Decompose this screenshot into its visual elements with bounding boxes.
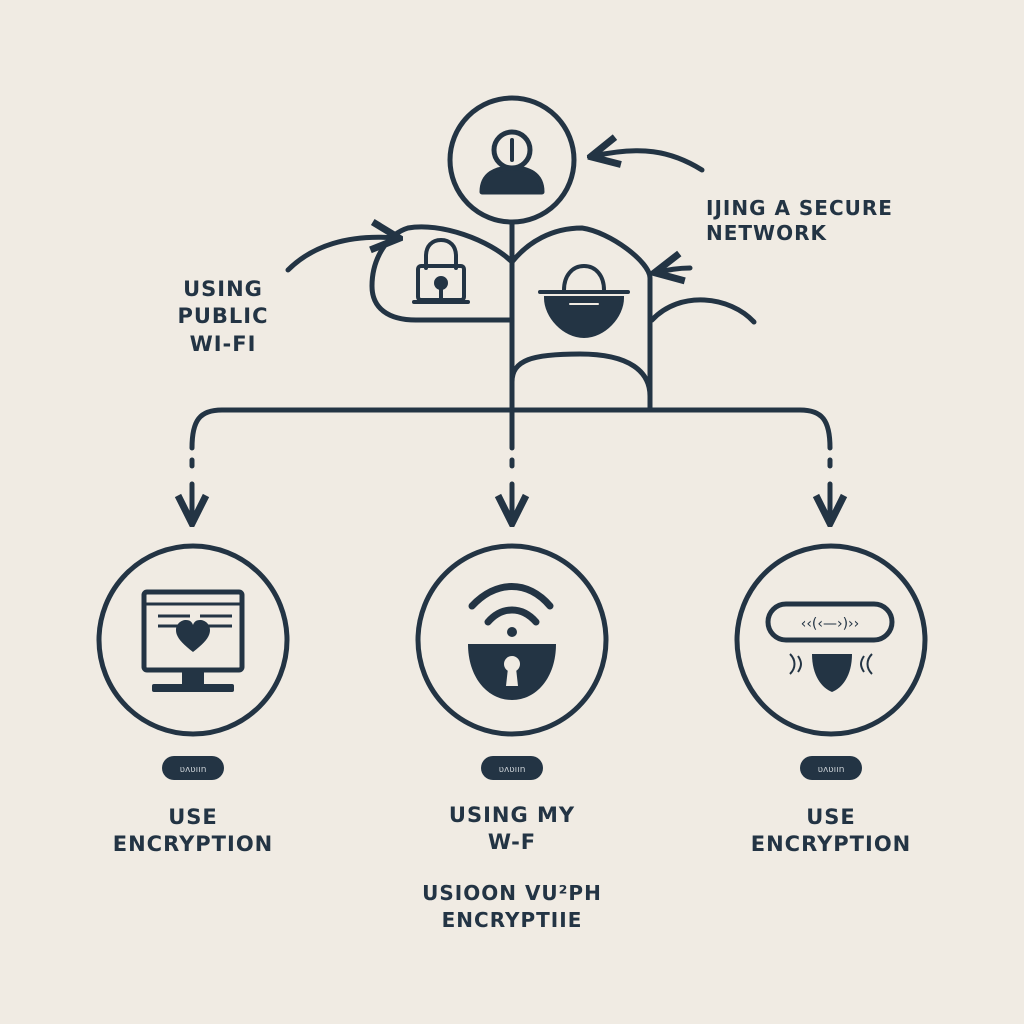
secure-network-line-1: IJING A SECURE [706, 196, 893, 220]
left-pill-badge: ʋʌʋıın [162, 756, 224, 780]
middle-pill-text: ʋʌʋıın [499, 765, 526, 775]
right-bottom-line-1: USE [806, 805, 856, 829]
wifi-lock-icon [468, 583, 556, 700]
right-shield-shape [509, 225, 653, 411]
public-wifi-arrow [285, 237, 396, 273]
public-wifi-line-1: USING [183, 277, 263, 301]
vpn-tunnel-icon: ‹‹(‹—›)›› [765, 601, 895, 692]
padlock-bowl-icon [538, 263, 630, 339]
left-node-circle [96, 543, 290, 737]
user-lock-icon [479, 129, 545, 195]
middle-bottom-line-2: W-F [487, 830, 537, 855]
right-pill-text: ʋʌʋıın [818, 765, 845, 775]
right-bottom-line-2: ENCRYPTION [750, 832, 912, 857]
public-wifi-line-2: PUBLIC [177, 304, 269, 329]
middle-sub-label: USIOON VU²PH ENCRYPTIIE [392, 880, 632, 934]
middle-pill-badge: ʋʌʋıın [481, 756, 543, 780]
middle-bottom-line-1: USING MY [448, 803, 576, 827]
middle-sub-line-1: USIOON VU²PH [422, 881, 602, 905]
middle-bottom-label: USING MY W-F [412, 802, 612, 857]
padlock-icon [412, 237, 470, 304]
monitor-heart-icon [141, 589, 245, 692]
svg-text:‹‹(‹—›)››: ‹‹(‹—›)›› [801, 616, 860, 632]
left-bottom-label: USE ENCRYPTION [93, 804, 293, 859]
public-wifi-label: USING PUBLIC WI-FI [168, 276, 278, 358]
public-wifi-line-3: WI-FI [189, 331, 257, 356]
secure-network-label: IJING A SECURE NETWORK [706, 196, 893, 246]
left-bottom-line-2: ENCRYPTION [112, 832, 274, 857]
right-shield-inner [509, 351, 653, 411]
left-bottom-line-1: USE [168, 805, 218, 829]
secure-network-line-2: NETWORK [706, 221, 828, 245]
secure-network-arrow [594, 151, 705, 173]
right-side-curve [649, 297, 757, 325]
left-pill-text: ʋʌʋıın [180, 765, 207, 775]
right-node-circle [734, 543, 928, 737]
right-pill-badge: ʋʌʋıın [800, 756, 862, 780]
middle-node-circle [415, 543, 609, 737]
right-bottom-label: USE ENCRYPTION [731, 804, 931, 859]
right-shield-arrow [658, 268, 693, 272]
middle-sub-line-2: ENCRYPTIIE [441, 908, 583, 932]
